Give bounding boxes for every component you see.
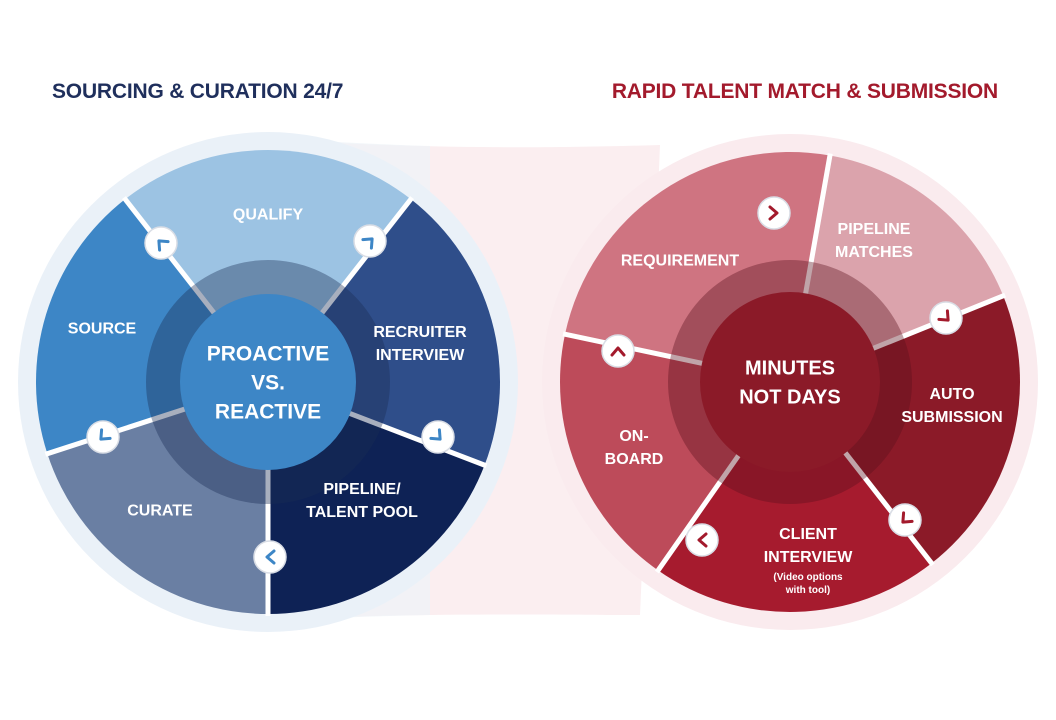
right-cycle-center [700,292,880,472]
left-cycle-chevron-icon [253,540,287,574]
right-cycle-chevron-icon [601,334,635,368]
left-cycle-label-pipeline-talent-pool: PIPELINE/TALENT POOL [306,481,418,521]
right-cycle-label-requirement: REQUIREMENT [621,253,739,270]
left-cycle-chevron-icon [353,224,387,258]
left-cycle-chevron-icon [86,420,120,454]
left-cycle-chevron-icon [421,420,455,454]
left-cycle-label-qualify: QUALIFY [233,207,304,224]
left-cycle-heading: SOURCING & CURATION 24/7 [52,80,344,103]
right-cycle-chevron-icon [757,196,791,230]
right-cycle-chevron-icon [888,503,922,537]
right-cycle-label-on-board: ON-BOARD [605,428,664,468]
right-cycle-segment-auto-submission [658,382,932,612]
left-cycle-segment-qualify [125,149,411,382]
left-cycle-label-source: SOURCE [68,321,137,338]
left-cycle-label-curate: CURATE [127,503,193,520]
right-cycle-chevron-icon [929,301,963,335]
left-cycle-center [180,294,356,470]
right-cycle-heading: RAPID TALENT MATCH & SUBMISSION [611,80,998,103]
right-cycle-chevron-icon [685,523,719,557]
left-cycle-chevron-icon [144,226,178,260]
